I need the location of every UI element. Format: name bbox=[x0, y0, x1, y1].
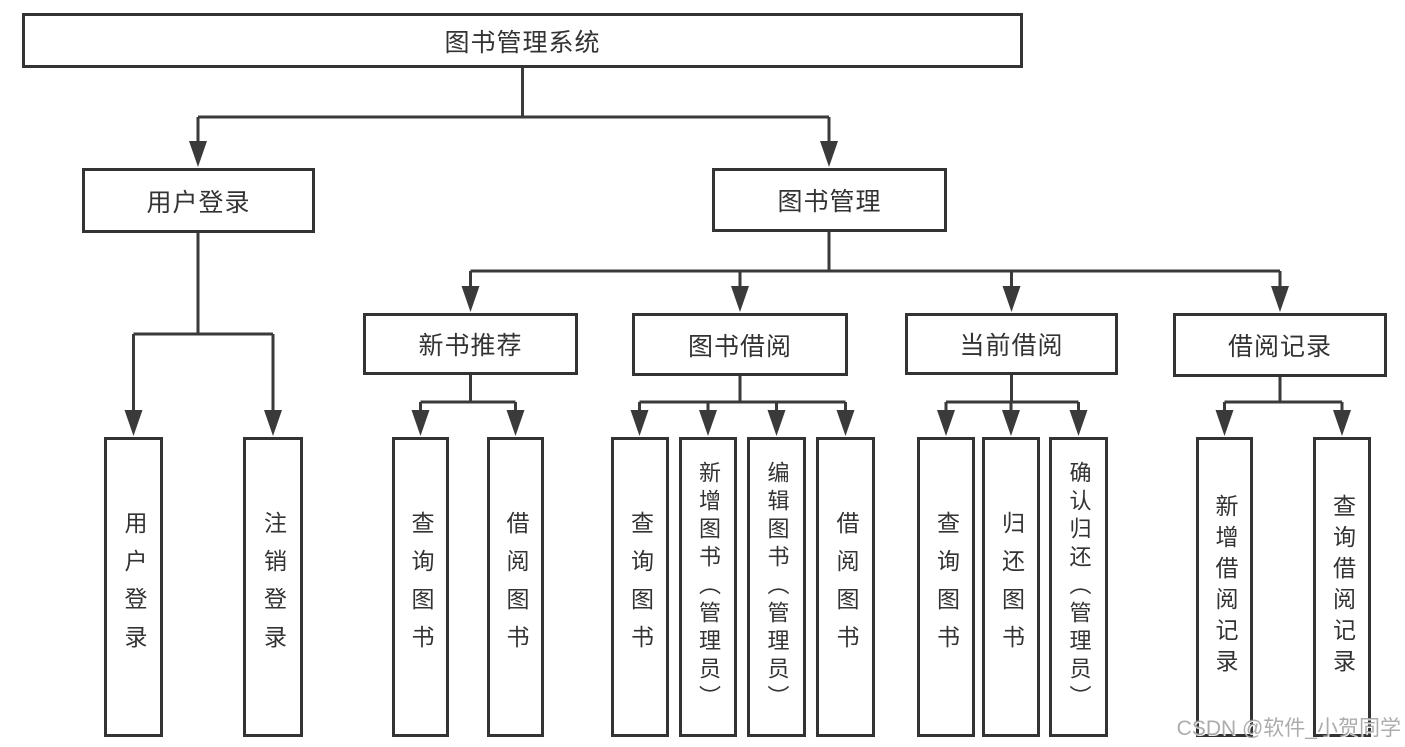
node-new-book-rec: 新书推荐 bbox=[363, 313, 578, 375]
leaf-bb-query-books: 查询图书 bbox=[611, 437, 669, 737]
arrow-down-icon bbox=[1002, 286, 1021, 312]
branch-user-login bbox=[124, 233, 282, 436]
leaf-bb-edit-books-admin-label: 编辑图书（管理员） bbox=[764, 461, 790, 713]
arrow-down-icon bbox=[699, 410, 717, 436]
arrow-down-icon bbox=[1333, 410, 1351, 436]
leaf-cb-confirm-return-admin-label: 确认归还（管理员） bbox=[1066, 461, 1092, 713]
leaf-logout-label: 注销登录 bbox=[260, 511, 287, 663]
node-root-system: 图书管理系统 bbox=[22, 13, 1023, 68]
node-book-mgmt-label: 图书管理 bbox=[777, 188, 882, 216]
leaf-user-login: 用户登录 bbox=[104, 437, 163, 737]
node-borrow-records: 借阅记录 bbox=[1173, 313, 1387, 377]
branch-new-book-rec bbox=[411, 375, 525, 436]
arrow-down-icon bbox=[820, 141, 838, 167]
node-user-login: 用户登录 bbox=[82, 168, 315, 233]
leaf-bb-add-books-admin-label: 新增图书（管理员） bbox=[696, 461, 721, 713]
arrow-down-icon bbox=[124, 410, 143, 436]
arrow-down-icon bbox=[836, 410, 855, 436]
leaf-nbr-query-books: 查询图书 bbox=[392, 437, 449, 737]
leaf-cb-return-books-label: 归还图书 bbox=[998, 511, 1025, 663]
node-book-mgmt: 图书管理 bbox=[712, 168, 947, 232]
leaf-user-login-label: 用户登录 bbox=[121, 511, 147, 663]
arrow-down-icon bbox=[767, 410, 786, 436]
arrow-down-icon bbox=[411, 410, 430, 436]
leaf-nbr-query-books-label: 查询图书 bbox=[408, 511, 434, 663]
node-user-login-label: 用户登录 bbox=[146, 188, 251, 217]
node-new-book-rec-label: 新书推荐 bbox=[418, 332, 523, 360]
leaf-bb-add-books-admin: 新增图书（管理员） bbox=[679, 437, 737, 737]
node-current-borrow-label: 当前借阅 bbox=[959, 332, 1064, 360]
node-book-borrow-label: 图书借阅 bbox=[687, 332, 792, 361]
leaf-cb-query-books: 查询图书 bbox=[917, 437, 975, 737]
arrow-down-icon bbox=[1215, 410, 1234, 436]
arrow-down-icon bbox=[461, 286, 480, 312]
arrow-down-icon bbox=[1271, 286, 1289, 312]
branch-book-borrow bbox=[630, 376, 855, 436]
arrow-down-icon bbox=[264, 410, 282, 436]
leaf-bb-query-books-label: 查询图书 bbox=[627, 511, 654, 663]
arrow-down-icon bbox=[731, 286, 749, 312]
leaf-bb-borrow-books: 借阅图书 bbox=[816, 437, 875, 737]
branch-current-borrow bbox=[937, 375, 1088, 436]
branch-root bbox=[189, 68, 838, 167]
leaf-bb-borrow-books-label: 借阅图书 bbox=[833, 511, 859, 663]
arrow-down-icon bbox=[937, 410, 955, 436]
node-root-label: 图书管理系统 bbox=[444, 28, 601, 57]
leaf-nbr-borrow-books-label: 借阅图书 bbox=[503, 511, 529, 663]
leaf-br-add-record-label: 新增借阅记录 bbox=[1212, 494, 1238, 680]
leaf-br-add-record: 新增借阅记录 bbox=[1196, 437, 1253, 737]
branch-borrow-records bbox=[1215, 377, 1351, 436]
leaf-bb-edit-books-admin: 编辑图书（管理员） bbox=[747, 437, 806, 737]
leaf-br-query-record: 查询借阅记录 bbox=[1313, 437, 1371, 737]
csdn-watermark: CSDN @软件_小贺同学 bbox=[1176, 717, 1401, 740]
node-borrow-records-label: 借阅记录 bbox=[1227, 333, 1332, 361]
node-book-borrow: 图书借阅 bbox=[632, 313, 848, 376]
arrow-down-icon bbox=[630, 410, 649, 436]
arrow-down-icon bbox=[1002, 410, 1020, 436]
leaf-cb-return-books: 归还图书 bbox=[982, 437, 1040, 737]
arrow-down-icon bbox=[1069, 410, 1088, 436]
leaf-br-query-record-label: 查询借阅记录 bbox=[1329, 494, 1356, 680]
leaf-nbr-borrow-books: 借阅图书 bbox=[487, 437, 544, 737]
branch-book-mgmt bbox=[461, 232, 1289, 312]
node-current-borrow: 当前借阅 bbox=[905, 313, 1118, 375]
leaf-logout: 注销登录 bbox=[243, 437, 303, 737]
arrow-down-icon bbox=[506, 410, 525, 436]
leaf-cb-confirm-return-admin: 确认归还（管理员） bbox=[1049, 437, 1108, 737]
arrow-down-icon bbox=[189, 141, 207, 167]
leaf-cb-query-books-label: 查询图书 bbox=[933, 511, 960, 663]
